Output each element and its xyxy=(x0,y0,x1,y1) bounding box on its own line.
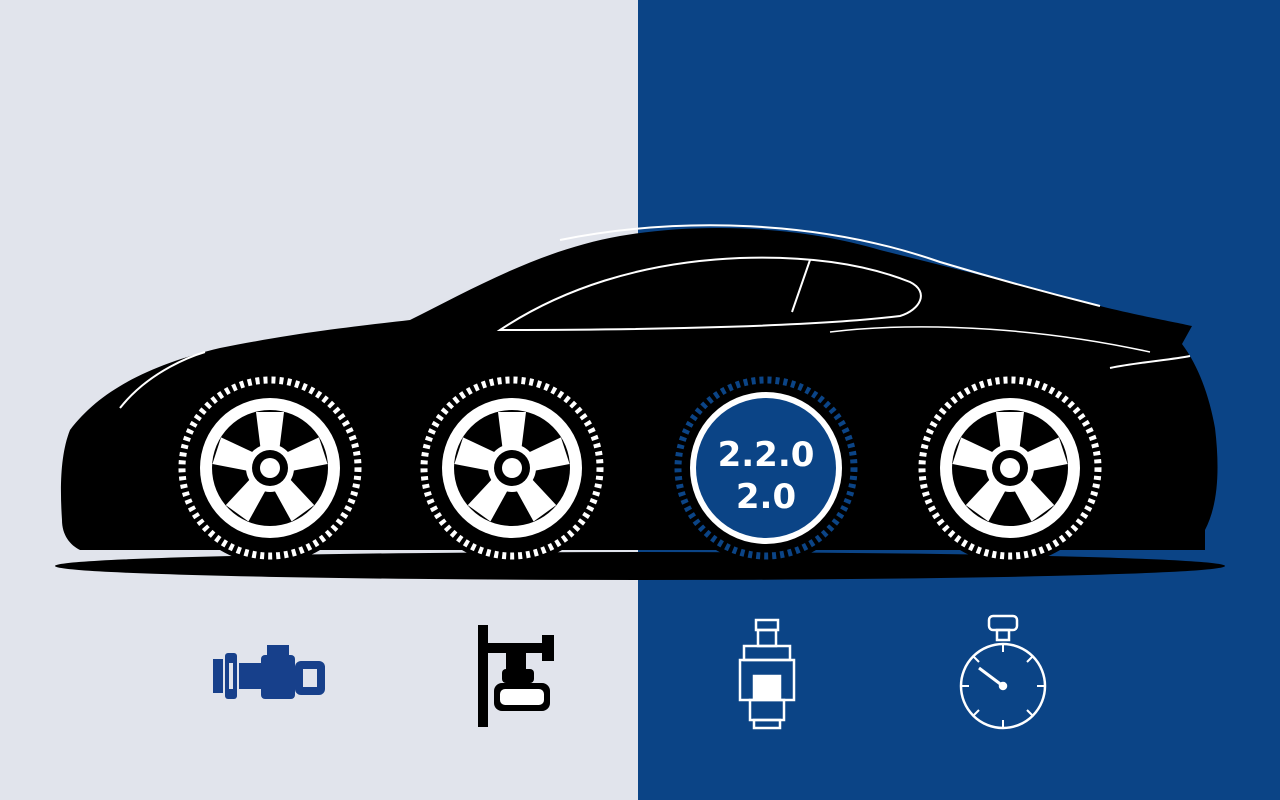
badge-line2: 2.0 xyxy=(736,477,796,517)
badge-line1: 2.2.0 xyxy=(718,435,815,475)
wheel-4 xyxy=(914,372,1106,564)
stopwatch-icon xyxy=(959,614,1047,730)
window-outline xyxy=(496,256,922,332)
engine-icon xyxy=(213,645,325,699)
oil-bottle-icon xyxy=(738,618,796,730)
car-shadow xyxy=(55,552,1225,580)
wheel-2 xyxy=(416,372,608,564)
car-lift-icon xyxy=(478,625,554,727)
wheel-3: 2.2.0 2.0 xyxy=(670,372,862,564)
wheel-badge xyxy=(696,398,836,538)
wheel-1 xyxy=(174,372,366,564)
